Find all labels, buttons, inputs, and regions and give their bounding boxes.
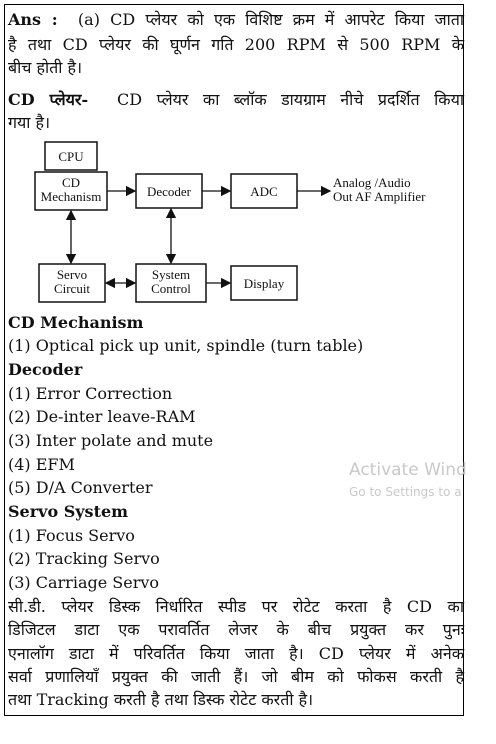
decoder-title: Decoder <box>8 360 83 379</box>
cpu-label: CPU <box>58 149 84 164</box>
activation-watermark-title: Activate Wind <box>349 460 467 480</box>
decoder-item-2: (2) De-inter leave-RAM <box>8 407 196 426</box>
answer-line-1: Ans : (a) CD प्लेयर को एक विशिष्ट क्रम म… <box>8 10 464 30</box>
mechanism-label-1: CD <box>62 175 80 190</box>
closing-line-4: सर्वा प्रणालियाँ प्रयुक्त की जाती हैं। ज… <box>8 667 464 686</box>
decoder-label: Decoder <box>147 184 192 199</box>
decoder-item-3: (3) Inter polate and mute <box>8 431 214 450</box>
closing-line-2: डिजिटल डाटा एक परावर्तित लेजर के बीच प्र… <box>8 620 464 639</box>
servo-title: Servo System <box>8 502 129 521</box>
answer-text: (a) CD प्लेयर को एक विशिष्ट क्रम में आपर… <box>77 10 465 29</box>
servo-item-2: (2) Tracking Servo <box>8 549 160 568</box>
activation-watermark-subtitle: Go to Settings to a <box>349 485 462 499</box>
servo-label-1: Servo <box>57 267 87 282</box>
mechanism-label-2: Mechanism <box>41 189 102 204</box>
mechanism-item-1: (1) Optical pick up unit, spindle (turn … <box>8 336 364 355</box>
decoder-item-1: (1) Error Correction <box>8 384 173 403</box>
player-heading-text: CD प्लेयर का ब्लॉक डायग्राम नीचे प्रदर्श… <box>117 90 464 109</box>
decoder-item-5: (5) D/A Converter <box>8 478 153 497</box>
system-control-label-2: Control <box>151 281 191 296</box>
answer-label: Ans : <box>8 10 58 29</box>
mechanism-title: CD Mechanism <box>8 313 144 332</box>
player-heading-line-2: गया है। <box>8 113 51 132</box>
closing-line-1: सी.डी. प्लेयर डिस्क निर्धारित स्पीड पर र… <box>8 597 464 616</box>
closing-line-3: एनालॉग डाटा में परिवर्तित किया जाता है। … <box>8 644 464 663</box>
display-label: Display <box>244 276 285 291</box>
answer-frame <box>4 4 464 716</box>
answer-line-2: है तथा CD प्लेयर की घूर्णन गति 200 RPM स… <box>8 35 464 54</box>
answer-line-3: बीच होती है। <box>8 58 83 77</box>
cpu-box <box>44 141 98 171</box>
servo-label-2: Circuit <box>54 281 90 296</box>
adc-label: ADC <box>250 184 277 199</box>
player-heading-label: CD प्लेयर- <box>8 90 89 109</box>
servo-item-3: (3) Carriage Servo <box>8 573 160 592</box>
block-diagram: CPU CD Mechanism Decoder ADC Analog /Aud… <box>34 141 426 303</box>
player-heading-line: CD प्लेयर- CD प्लेयर का ब्लॉक डायग्राम न… <box>8 90 464 110</box>
closing-line-5: तथा Tracking करती है तथा डिस्क रोटेट करत… <box>8 690 314 709</box>
output-label-2: Out AF Amplifier <box>333 189 426 204</box>
output-label-1: Analog /Audio <box>333 175 411 190</box>
servo-item-1: (1) Focus Servo <box>8 526 135 545</box>
decoder-item-4: (4) EFM <box>8 455 75 474</box>
system-control-label-1: System <box>152 267 190 282</box>
